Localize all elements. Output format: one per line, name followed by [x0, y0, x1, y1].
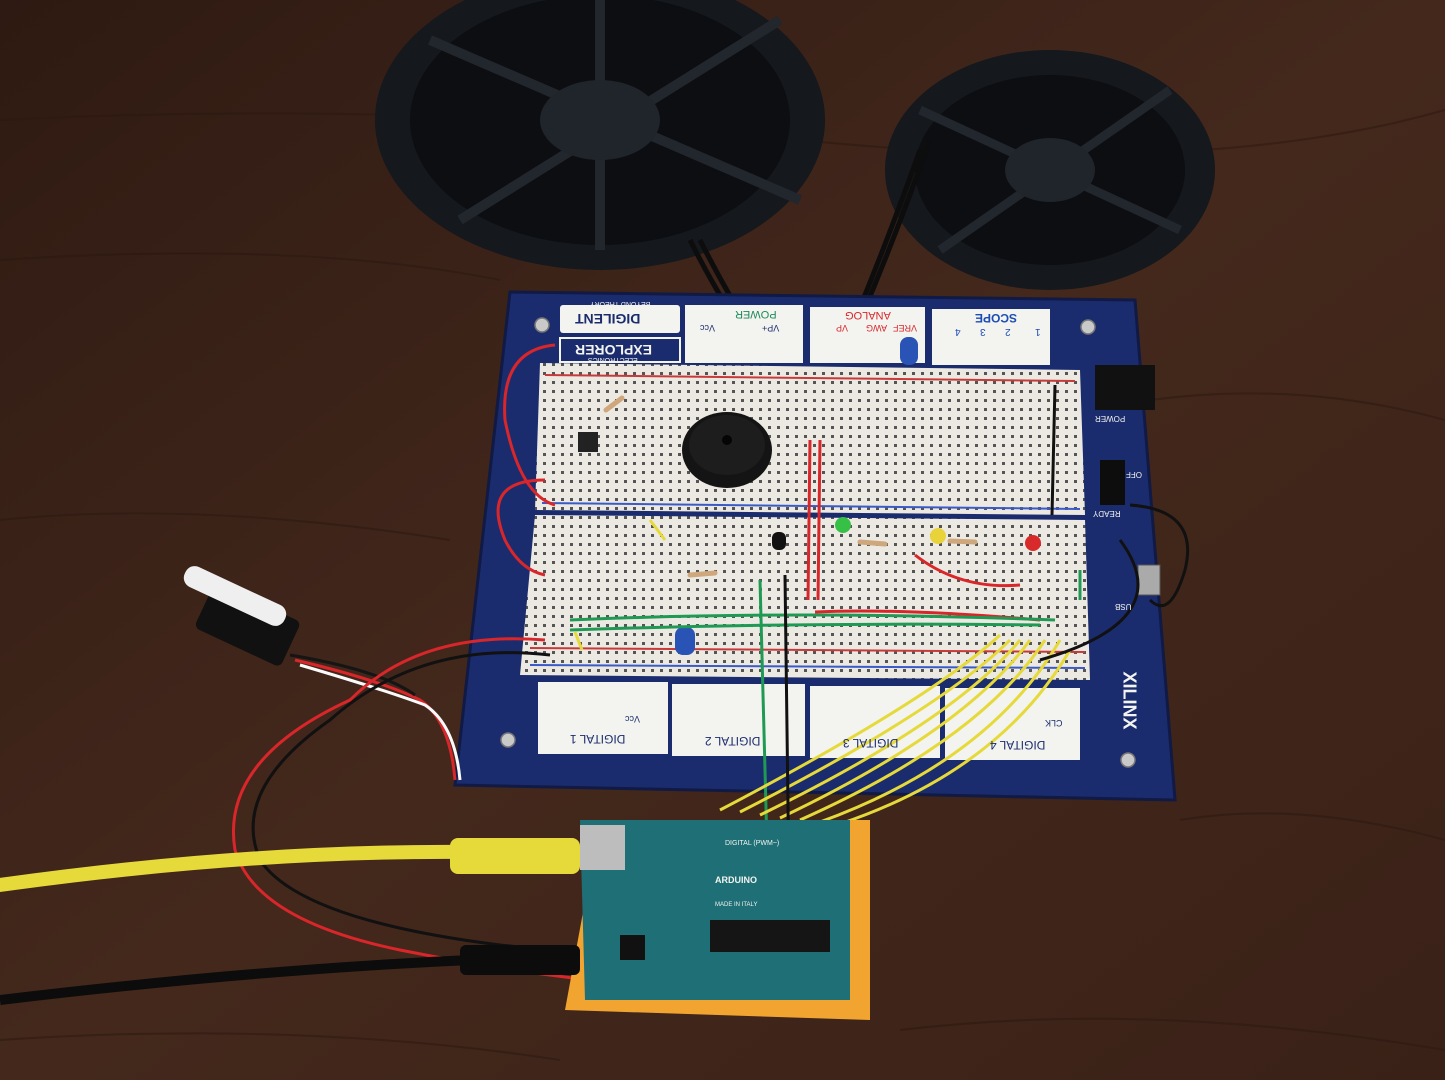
breadboard-bottom — [520, 515, 1090, 680]
mounting-screws — [500, 317, 1136, 768]
digilent-logo — [559, 305, 681, 363]
servo-cable — [289, 653, 462, 781]
usb-port — [1137, 564, 1161, 596]
led-red — [1025, 535, 1041, 551]
cooling-fan-right — [885, 50, 1215, 290]
jumper-wires-yellow — [573, 519, 1072, 826]
breadboard-top — [535, 363, 1085, 515]
led-yellow — [930, 528, 946, 544]
resistors — [603, 395, 978, 578]
jumper-wires-red — [496, 343, 1041, 622]
transistor — [772, 532, 786, 550]
power-switch — [1100, 460, 1125, 505]
power-jack — [1095, 365, 1155, 410]
push-button — [578, 432, 598, 452]
wood-grain — [0, 109, 1445, 1061]
dc-power-cable — [0, 945, 580, 1005]
bottom-digital-headers — [538, 682, 1080, 760]
electrolytic-capacitor-top — [900, 337, 918, 365]
electrolytic-capacitor-bottom — [675, 627, 695, 655]
piezo-buzzer — [682, 412, 772, 488]
arduino-uno — [565, 820, 870, 1020]
top-headers — [685, 305, 1050, 365]
servo-motor — [183, 566, 300, 666]
led-green — [835, 517, 851, 533]
cooling-fan-left — [375, 0, 825, 270]
usb-cable-yellow — [0, 838, 580, 892]
